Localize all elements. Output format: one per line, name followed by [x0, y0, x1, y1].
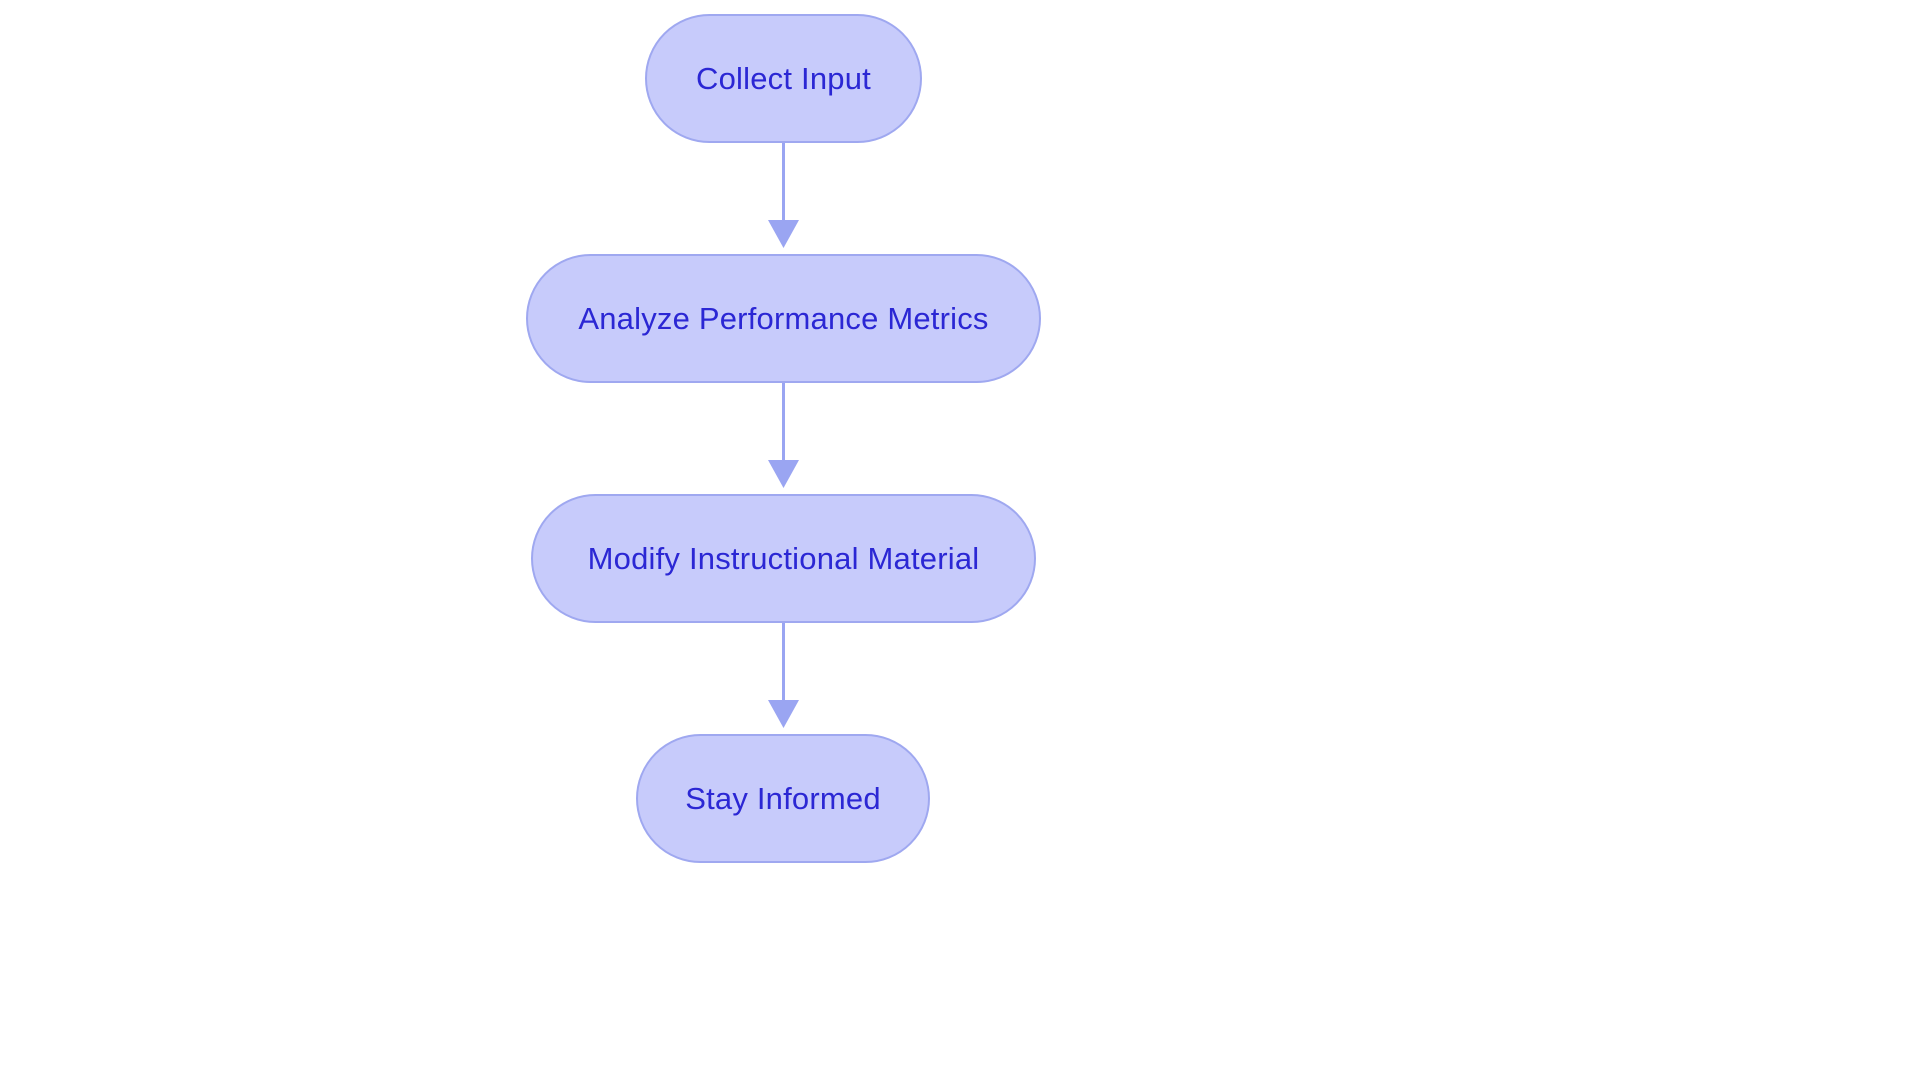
arrowhead-icon: [768, 220, 799, 248]
flow-node-label: Collect Input: [696, 61, 871, 96]
edge-collect-input-to-analyze-performance-metrics: [768, 143, 799, 248]
edge-analyze-performance-metrics-to-modify-instructional-material: [768, 383, 799, 488]
arrowhead-icon: [768, 700, 799, 728]
flow-node-label: Stay Informed: [685, 781, 881, 816]
arrowhead-icon: [768, 460, 799, 488]
edge-modify-instructional-material-to-stay-informed: [768, 623, 799, 728]
flow-node-label: Analyze Performance Metrics: [578, 301, 989, 336]
flow-node-collect-input[interactable]: Collect Input: [645, 14, 922, 143]
flow-node-analyze-performance-metrics[interactable]: Analyze Performance Metrics: [526, 254, 1041, 383]
flow-node-label: Modify Instructional Material: [587, 541, 980, 576]
flow-node-stay-informed[interactable]: Stay Informed: [636, 734, 930, 863]
flow-node-modify-instructional-material[interactable]: Modify Instructional Material: [531, 494, 1036, 623]
